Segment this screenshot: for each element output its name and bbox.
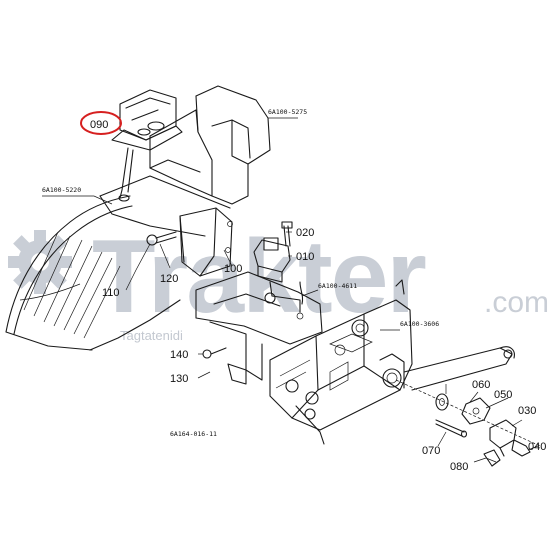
rockshaft-arm: [395, 279, 515, 391]
callout-010[interactable]: 010: [296, 251, 314, 263]
callout-130[interactable]: 130: [170, 373, 188, 385]
callout-120[interactable]: 120: [160, 273, 178, 285]
part-060-washer[interactable]: [435, 393, 449, 411]
console-tower: [118, 85, 271, 205]
callout-090[interactable]: 090: [80, 111, 122, 135]
fender-assembly: [5, 175, 231, 351]
part-070-pin[interactable]: [435, 419, 468, 438]
part-120-bolt[interactable]: [146, 231, 177, 246]
part-090-cover[interactable]: [111, 89, 183, 151]
callout-090-highlight: [80, 111, 122, 135]
cable-4611: [296, 281, 304, 320]
watermark-brand: Trakter: [92, 219, 425, 335]
transmission-housing: [269, 299, 413, 445]
part-010-switch[interactable]: [253, 237, 301, 304]
part-040-nut[interactable]: [511, 439, 531, 457]
gear-icon: [8, 230, 72, 294]
ref-4611: 6A100-4611: [318, 282, 357, 290]
ref-3606: 6A100-3606: [400, 320, 439, 328]
callout-140[interactable]: 140: [170, 349, 188, 361]
callout-020[interactable]: 020: [296, 227, 314, 239]
callout-050[interactable]: 050: [494, 389, 512, 401]
part-100-bracket[interactable]: [179, 207, 233, 277]
shaft-parts: [395, 379, 541, 447]
part-140-bolt[interactable]: [202, 347, 227, 359]
callout-030[interactable]: 030: [518, 405, 536, 417]
callout-060[interactable]: 060: [472, 379, 490, 391]
part-050-plate[interactable]: [461, 397, 491, 425]
callout-080[interactable]: 080: [450, 461, 468, 473]
callout-110[interactable]: 110: [102, 287, 120, 299]
part-020-screw[interactable]: [281, 221, 293, 247]
part-130-bracket[interactable]: [195, 271, 323, 385]
callout-090-label: 090: [90, 119, 108, 131]
callout-040[interactable]: 040: [528, 441, 546, 453]
callout-070[interactable]: 070: [422, 445, 440, 457]
ref-5220: 6A100-5220: [42, 186, 81, 194]
part-080-nipple[interactable]: [483, 449, 501, 467]
drawing-number: 6A164-016-11: [170, 430, 217, 438]
leader-lines: [42, 117, 539, 463]
watermark-domain: .com: [484, 286, 549, 319]
ref-5275: 6A100-5275: [268, 108, 307, 116]
watermark-tagline: Tagtatenidi: [120, 328, 183, 343]
callout-100[interactable]: 100: [224, 263, 242, 275]
